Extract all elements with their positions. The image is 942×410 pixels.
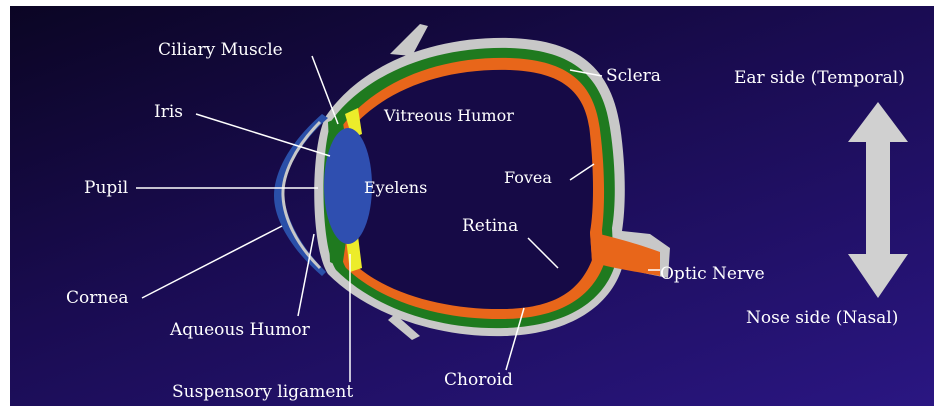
label-nose-side: Nose side (Nasal) — [746, 308, 898, 328]
eye-anatomy-diagram — [10, 6, 934, 406]
leader-ciliary-muscle — [312, 56, 338, 124]
label-cornea: Cornea — [66, 288, 129, 308]
label-optic-nerve: Optic Nerve — [660, 264, 765, 284]
label-retina: Retina — [462, 216, 518, 236]
leader-cornea — [142, 226, 282, 298]
label-ear-side: Ear side (Temporal) — [734, 68, 905, 88]
label-suspensory-ligament: Suspensory ligament — [172, 382, 353, 402]
label-aqueous-humor: Aqueous Humor — [170, 320, 310, 340]
label-eyelens: Eyelens — [364, 178, 427, 197]
label-sclera: Sclera — [606, 66, 661, 86]
label-ciliary-muscle: Ciliary Muscle — [158, 40, 283, 60]
label-choroid: Choroid — [444, 370, 513, 390]
diagram-slide: Ciliary Muscle Iris Pupil Cornea Aqueous… — [10, 6, 934, 406]
double-arrow-icon — [848, 102, 908, 298]
label-vitreous-humor: Vitreous Humor — [384, 106, 514, 125]
label-fovea: Fovea — [504, 168, 552, 187]
label-pupil: Pupil — [84, 178, 128, 198]
label-iris: Iris — [154, 102, 183, 122]
